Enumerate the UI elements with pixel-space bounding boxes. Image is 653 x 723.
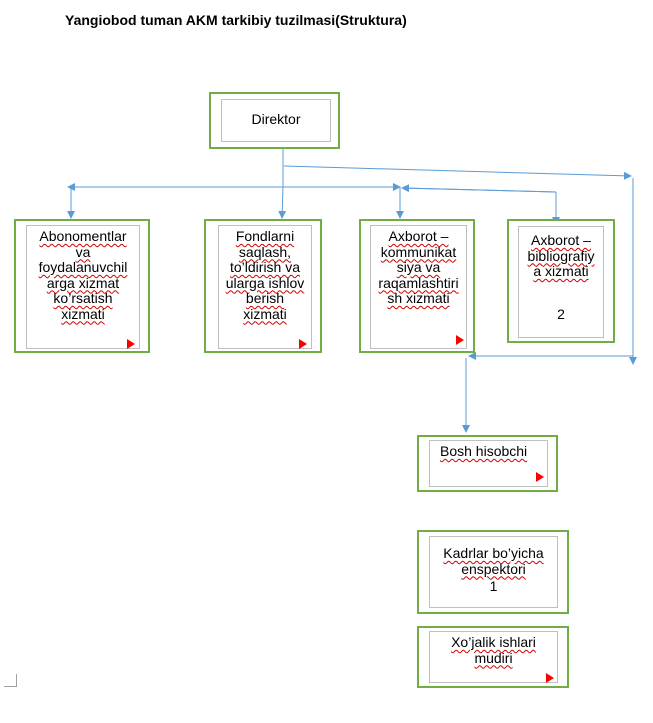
box-hisobchi[interactable]: Bosh hisobchi: [417, 435, 558, 492]
label-kommunikatsiya: Axborot – kommunikat siya va raqamlashti…: [378, 228, 459, 306]
page-corner-mark: [4, 674, 17, 687]
flag-icon: [536, 472, 544, 482]
box-abonement[interactable]: Abonomentlar va foydalanuvchil arga xizm…: [14, 219, 150, 353]
number-kadrlar: 1: [489, 578, 498, 594]
connector-h-bib-back: [401, 184, 557, 193]
flag-icon: [299, 339, 307, 349]
box-fondlar[interactable]: Fondlarni saqlash, to’ldirish va ularga …: [204, 219, 322, 353]
label-hisobchi: Bosh hisobchi: [440, 443, 528, 459]
box-kommunikatsiya-inner: Axborot – kommunikat siya va raqamlashti…: [370, 225, 467, 349]
label-direktor: Direktor: [251, 111, 301, 127]
box-direktor[interactable]: Direktor: [209, 92, 340, 149]
box-abonement-inner: Abonomentlar va foydalanuvchil arga xizm…: [26, 225, 140, 349]
box-direktor-inner: Direktor: [221, 99, 331, 142]
box-kadrlar[interactable]: Kadrlar bo’yicha enspektori 1: [417, 530, 569, 614]
label-fondlar: Fondlarni saqlash, to’ldirish va ularga …: [225, 228, 305, 322]
flag-icon: [456, 335, 464, 345]
box-hisobchi-inner: Bosh hisobchi: [429, 440, 548, 487]
label-kadrlar: Kadrlar bo’yicha enspektori: [443, 545, 544, 577]
label-xojalik: Xo’jalik ishlari mudiri: [451, 634, 536, 666]
diagram-title: Yangiobod tuman AKM tarkibiy tuzilmasi(S…: [65, 12, 407, 28]
label-abonement: Abonomentlar va foydalanuvchil arga xizm…: [38, 228, 128, 322]
box-fondlar-inner: Fondlarni saqlash, to’ldirish va ularga …: [218, 225, 312, 349]
flag-icon: [127, 339, 135, 349]
box-kommunikatsiya[interactable]: Axborot – kommunikat siya va raqamlashti…: [359, 219, 475, 353]
box-kadrlar-inner: Kadrlar bo’yicha enspektori 1: [429, 536, 558, 608]
box-xojalik-inner: Xo’jalik ishlari mudiri: [429, 631, 558, 683]
connector-diagonal-right: [283, 165, 632, 180]
label-bibliografiya: Axborot – bibliografiy a xizmati: [527, 232, 595, 279]
flag-icon: [546, 673, 554, 683]
box-bibliografiya[interactable]: Axborot – bibliografiy a xizmati 2: [507, 219, 615, 343]
box-xojalik[interactable]: Xo’jalik ishlari mudiri: [417, 626, 569, 688]
connector-to-fondlar: [278, 184, 287, 219]
number-bibliografiya: 2: [557, 305, 565, 322]
box-bibliografiya-inner: Axborot – bibliografiy a xizmati 2: [518, 226, 604, 338]
